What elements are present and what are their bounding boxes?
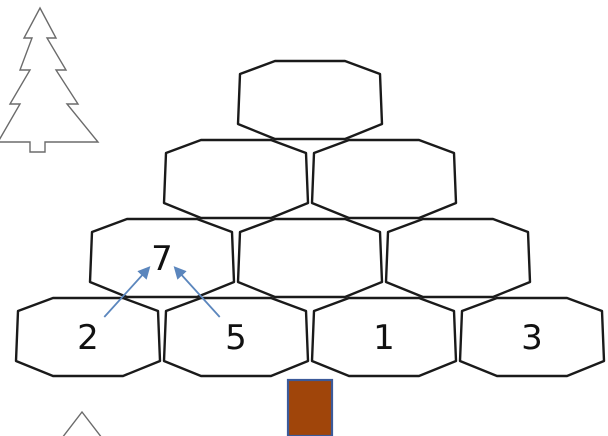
partial-pine-tree-icon (62, 412, 102, 436)
hex-shape (312, 140, 456, 218)
hex-number: 5 (225, 318, 247, 358)
hex-number: 7 (151, 239, 173, 279)
hex-shape (238, 219, 382, 297)
hex-cell-r3-c3[interactable]: 3 (460, 298, 604, 376)
tree-trunk (288, 380, 332, 436)
pine-tree-icon (0, 8, 98, 152)
hex-shape (386, 219, 530, 297)
hexagon-grid: 7 2 5 1 3 (16, 61, 604, 376)
hex-cell-r2-c1[interactable] (238, 219, 382, 297)
hex-cell-r1-c0[interactable] (164, 140, 308, 218)
hex-number: 1 (373, 318, 395, 358)
hex-shape (164, 140, 308, 218)
hex-cell-r1-c1[interactable] (312, 140, 456, 218)
hex-cell-r0-c0[interactable] (238, 61, 382, 139)
hex-cell-r3-c2[interactable]: 1 (312, 298, 456, 376)
hex-cell-r3-c0[interactable]: 2 (16, 298, 160, 376)
hex-cell-r2-c0[interactable]: 7 (90, 219, 234, 297)
hex-cell-r2-c2[interactable] (386, 219, 530, 297)
hex-cell-r3-c1[interactable]: 5 (164, 298, 308, 376)
hex-shape (238, 61, 382, 139)
hex-number: 3 (521, 318, 543, 358)
hex-number: 2 (77, 318, 99, 358)
